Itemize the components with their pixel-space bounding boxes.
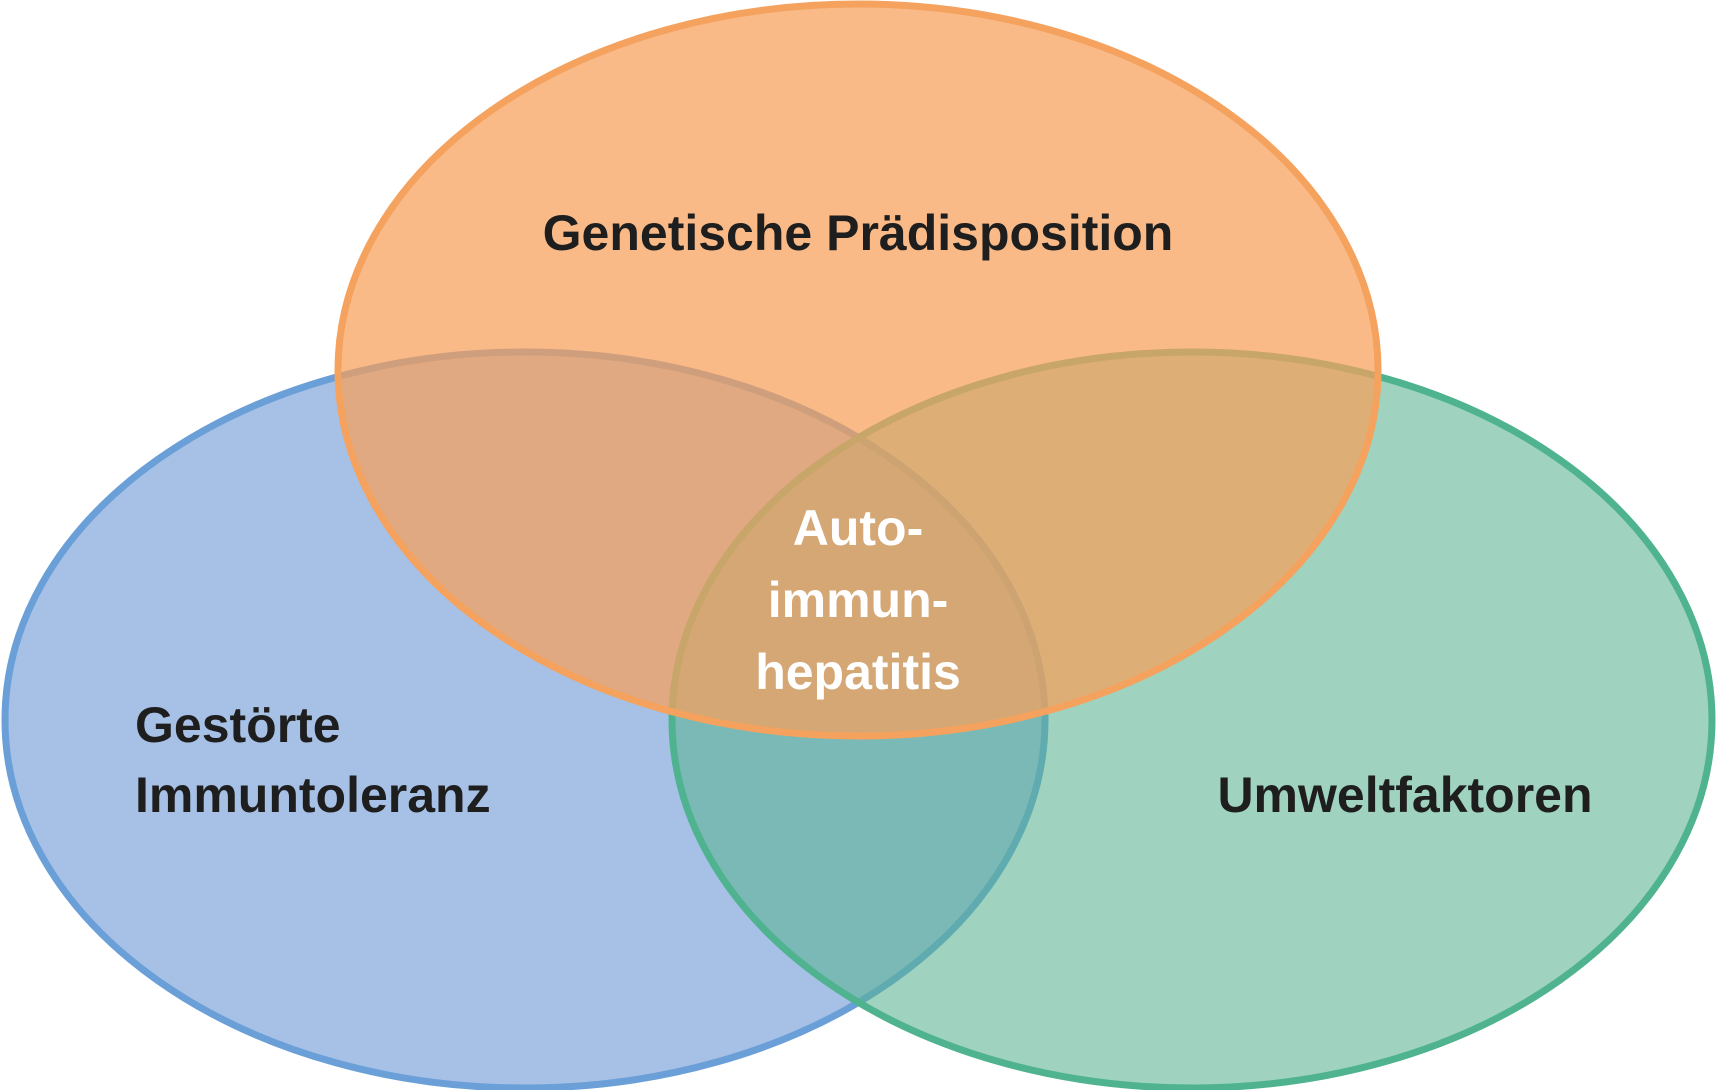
center-label-line1: Auto-	[793, 500, 924, 556]
label-environmental-factors: Umweltfaktoren	[1217, 767, 1592, 823]
label-immune-line2: Immuntoleranz	[135, 767, 491, 823]
ellipse-genetic-predisposition	[334, 0, 1382, 740]
label-immune-line1: Gestörte	[135, 697, 341, 753]
center-label-line2: immun-	[768, 572, 949, 628]
center-label-line3: hepatitis	[755, 644, 961, 700]
label-genetic-predisposition: Genetische Prädisposition	[543, 205, 1174, 261]
